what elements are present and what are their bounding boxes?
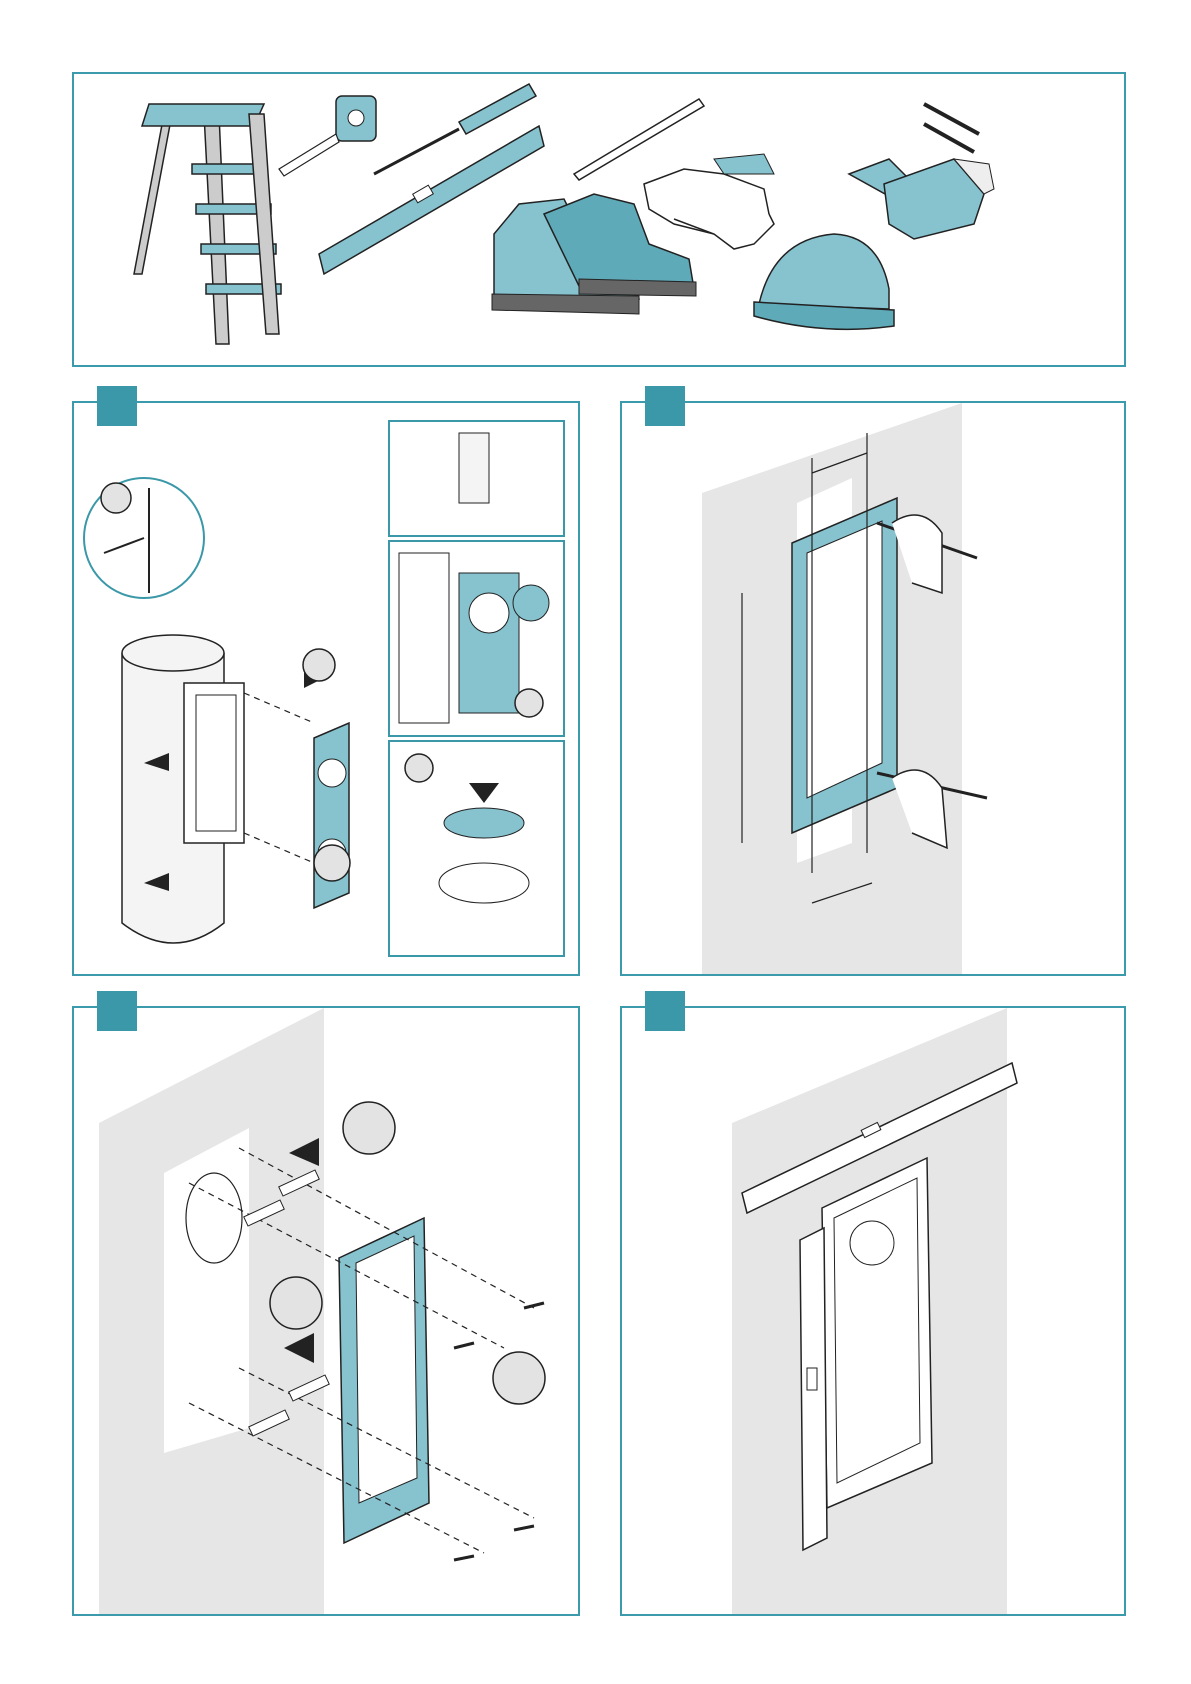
step-3-badge-b <box>270 1277 322 1329</box>
stepladder-icon <box>134 104 281 344</box>
step-4-panel <box>620 1006 1126 1616</box>
step-1-panel <box>72 401 580 976</box>
tape-measure-icon <box>279 96 376 176</box>
step-1-badge-c <box>515 689 543 717</box>
step-2-panel <box>620 401 1126 976</box>
power-drill-icon <box>849 159 994 239</box>
tools-panel <box>72 72 1126 367</box>
step-1-badge-a <box>303 649 335 681</box>
step-1-detail-badge <box>101 483 131 513</box>
step-3-panel <box>72 1006 580 1616</box>
drill-bits-icon <box>924 104 979 152</box>
work-gloves-icon <box>644 154 774 249</box>
step-1-tab <box>97 386 137 426</box>
step-2-tab <box>645 386 685 426</box>
hard-hat-icon <box>754 234 894 329</box>
step-1-badge-b <box>314 845 350 881</box>
step-3-badge-c <box>493 1352 545 1404</box>
pencil-icon <box>574 99 704 180</box>
step-3-badge-a <box>343 1102 395 1154</box>
step-3-tab <box>97 991 137 1031</box>
step-4-tab <box>645 991 685 1031</box>
step-1-badge-d <box>405 754 433 782</box>
